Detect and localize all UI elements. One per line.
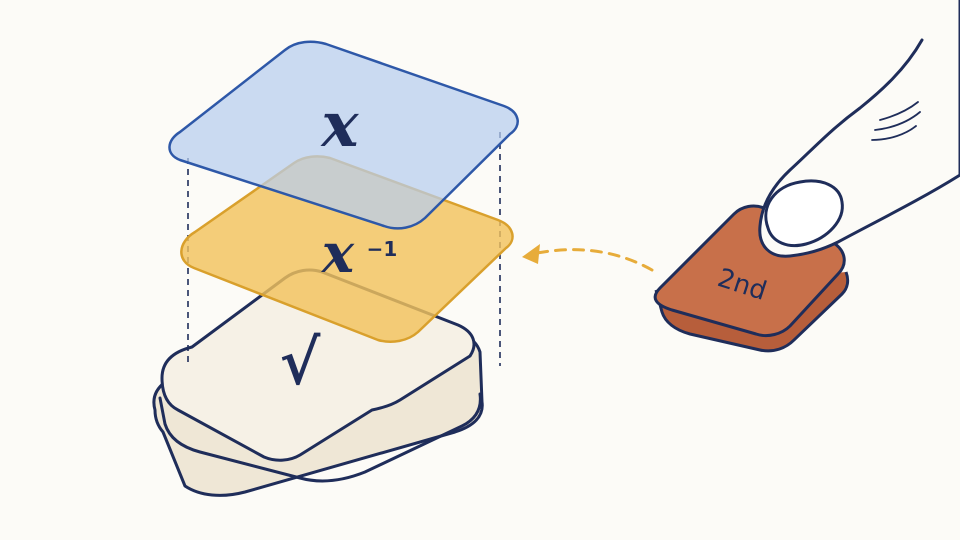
top-layer-sheet — [168, 40, 519, 230]
knuckle-crease-2 — [874, 111, 921, 131]
shift-arrow — [522, 244, 654, 272]
base-key-label: √ — [280, 326, 321, 399]
top-layer-label: x — [320, 88, 360, 161]
middle-layer-superscript: −1 — [367, 237, 398, 261]
top-layer-x: x — [168, 40, 519, 230]
knuckle-crease-1 — [879, 101, 919, 121]
knuckle-crease-3 — [871, 125, 917, 141]
base-key-bottom-edge — [158, 392, 482, 483]
middle-layer-label: x — [321, 221, 355, 285]
arrow-head-icon — [522, 244, 540, 264]
fingernail — [764, 179, 844, 248]
finger-pressing-icon — [758, 0, 960, 258]
shift-arrow-path — [530, 248, 654, 272]
